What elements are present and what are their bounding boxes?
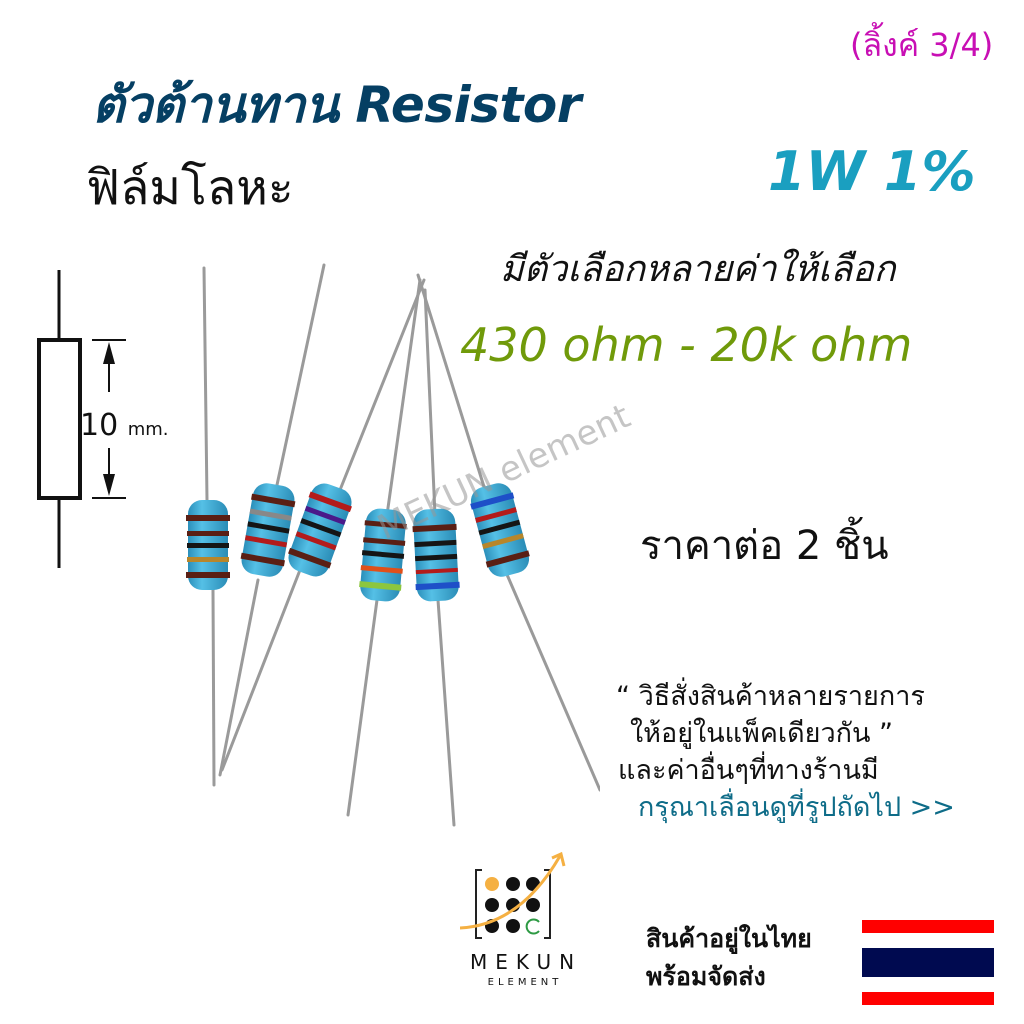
options-label: มีตัวเลือกหลายค่าให้เลือก [500, 249, 896, 290]
spec-label: 1W 1% [768, 140, 976, 203]
ordering-note: “ วิธีสั่งสินค้าหลายรายการ ให้อยู่ในแพ็ค… [616, 678, 955, 826]
resistors-photo [186, 263, 600, 827]
dimension-value: 10 [80, 408, 119, 443]
link-badge: (ลิ้งค์ 3/4) [850, 26, 994, 64]
value-range: 430 ohm - 20k ohm [460, 318, 913, 372]
resistor-dimension-diagram [37, 270, 126, 568]
next-image-link[interactable]: กรุณาเลื่อนดูที่รูปถัดไป >> [638, 792, 955, 823]
logo-name: MEKUN [470, 950, 583, 974]
shipping-line2: พร้อมจัดส่ง [646, 962, 766, 991]
product-subtitle: ฟิล์มโลหะ [86, 160, 294, 216]
thailand-flag-icon [862, 920, 994, 1005]
product-title: ตัวต้านทาน Resistor [92, 76, 581, 134]
dimension-label: 10 mm. [80, 408, 169, 443]
ordering-note-line1: “ วิธีสั่งสินค้าหลายรายการ [616, 681, 925, 712]
price-label: ราคาต่อ 2 ชิ้น [640, 523, 889, 569]
ordering-note-line2: ให้อยู่ในแพ็คเดียวกัน ” [630, 718, 894, 749]
ordering-note-line3: และค่าอื่นๆที่ทางร้านมี [618, 755, 879, 786]
shipping-note: สินค้าอยู่ในไทย พร้อมจัดส่ง [646, 920, 812, 996]
shipping-line1: สินค้าอยู่ในไทย [646, 924, 812, 953]
mekun-logo-icon [460, 851, 566, 939]
dimension-unit: mm. [127, 419, 169, 440]
logo-subtitle: ELEMENT [487, 977, 563, 988]
